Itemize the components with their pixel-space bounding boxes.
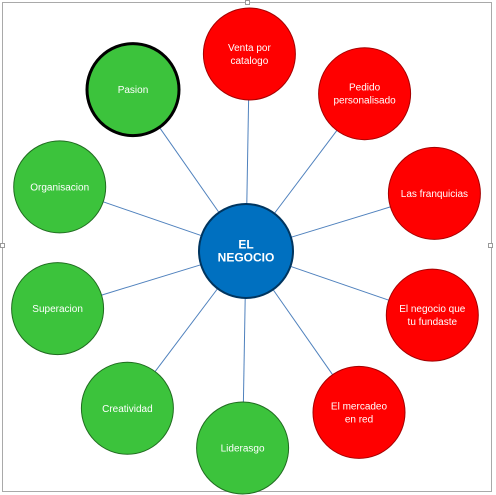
node-circle-pasion xyxy=(85,42,181,138)
connector-liderasgo xyxy=(242,297,246,403)
connector-el-mercadeo-en-red xyxy=(272,289,334,375)
center-circle xyxy=(198,203,294,299)
connector-creatividad xyxy=(154,288,219,372)
node-label-las-franquicias: Las franquicias xyxy=(401,189,468,200)
node-label-organisacion: Organisacion xyxy=(30,182,89,193)
node-superacion[interactable]: Superacion xyxy=(11,262,105,356)
node-circle-venta-por-catalogo xyxy=(202,7,296,101)
connector-el-negocio-que-tu-fundaste xyxy=(290,265,389,301)
node-circle-liderasgo xyxy=(196,401,290,495)
node-circle-las-franquicias xyxy=(387,146,481,240)
node-circle-organisacion xyxy=(13,140,107,234)
connector-organisacion xyxy=(103,201,202,237)
node-organisacion[interactable]: Organisacion xyxy=(13,140,107,234)
node-label-liderasgo: Liderasgo xyxy=(221,444,265,455)
node-label-superacion: Superacion xyxy=(32,304,83,315)
node-liderasgo[interactable]: Liderasgo xyxy=(196,401,290,495)
node-circle-superacion xyxy=(11,262,105,356)
connector-pedido-personalisado xyxy=(273,130,338,214)
frame-handle-left[interactable] xyxy=(0,243,5,248)
node-las-franquicias[interactable]: Las franquicias xyxy=(387,146,481,240)
frame-handle-top[interactable] xyxy=(245,0,250,5)
connector-venta-por-catalogo xyxy=(246,99,250,205)
node-pasion[interactable]: Pasion xyxy=(85,42,181,138)
connector-superacion xyxy=(101,264,202,296)
connector-las-franquicias xyxy=(290,206,391,238)
node-label-pasion: Pasion xyxy=(118,85,149,96)
frame-handle-right[interactable] xyxy=(488,243,493,248)
node-label-creatividad: Creatividad xyxy=(102,404,153,415)
node-circle-el-negocio-que-tu-fundaste xyxy=(385,268,479,362)
node-circle-el-mercadeo-en-red xyxy=(312,365,406,459)
node-creatividad[interactable]: Creatividad xyxy=(80,361,174,455)
connector-pasion xyxy=(158,127,220,213)
node-circle-pedido-personalisado xyxy=(318,47,412,141)
node-circle-creatividad xyxy=(80,361,174,455)
